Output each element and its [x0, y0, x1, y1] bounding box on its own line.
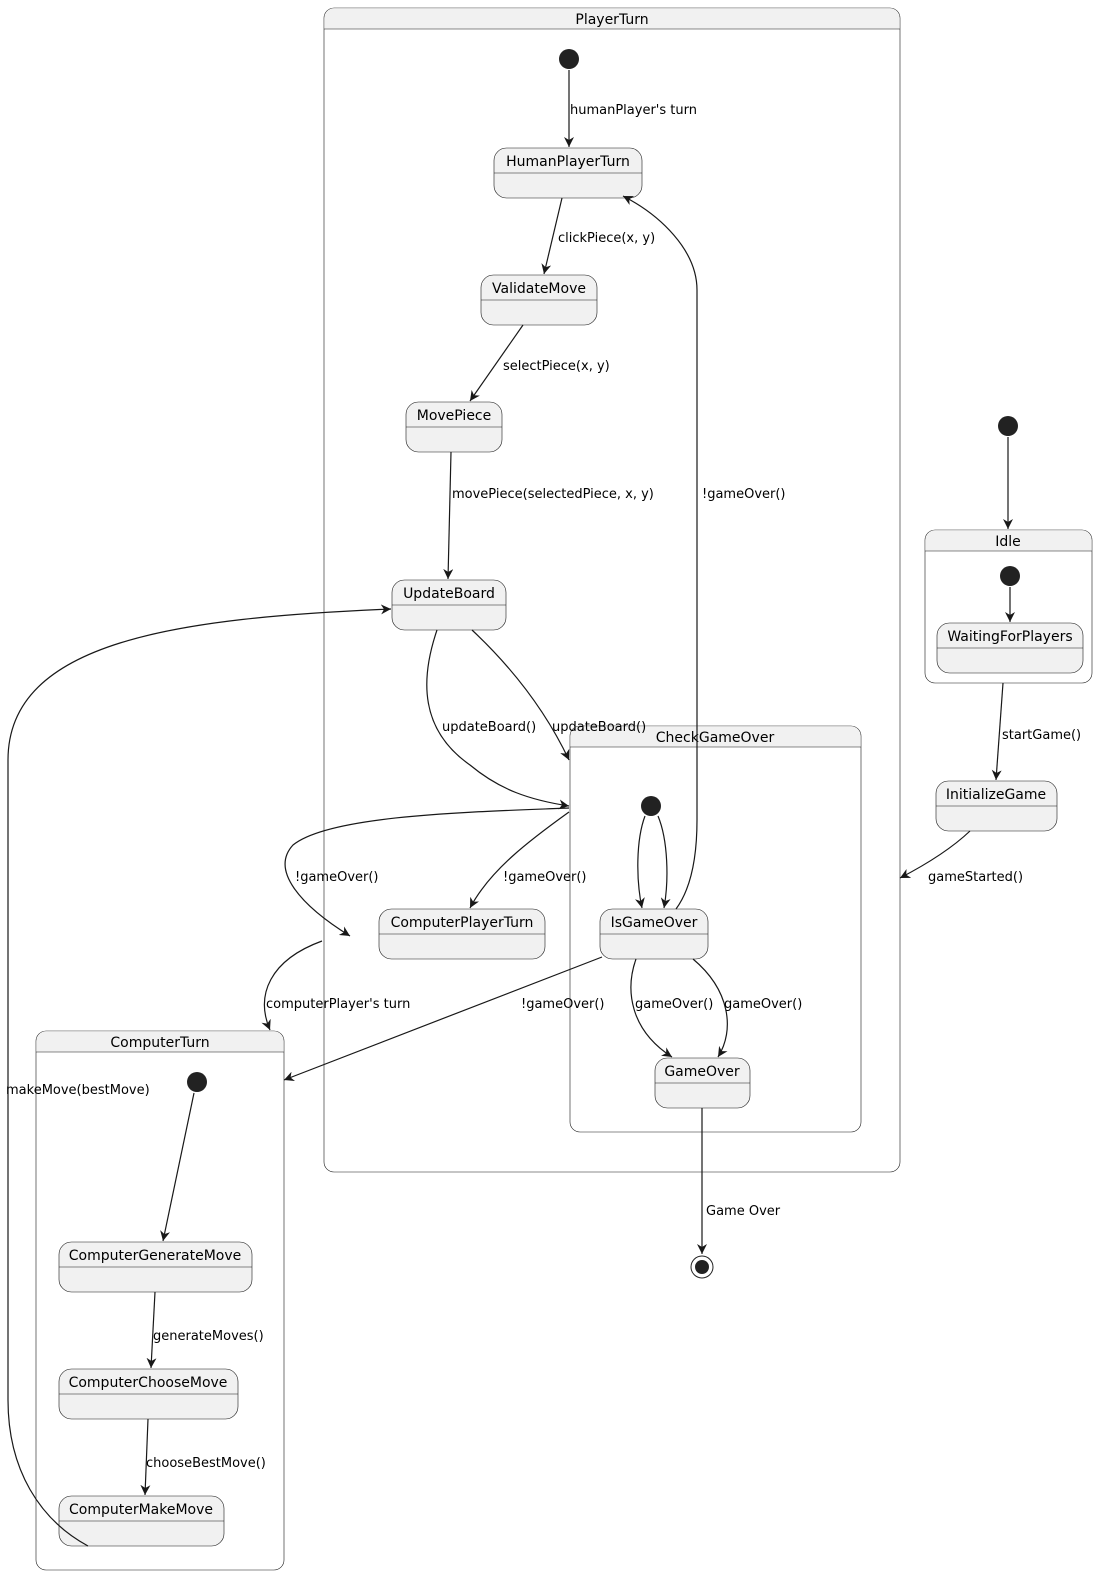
composite-check-game-over: CheckGameOver: [569, 725, 862, 1133]
label-not-game-over-cpt: !gameOver(): [503, 870, 587, 885]
state-move-piece: MovePiece: [405, 401, 503, 453]
edge-check-initial-to-is-game-over-2: [657, 815, 671, 909]
state-label-initialize-game: InitializeGame: [946, 787, 1046, 803]
edge-move-to-update: [443, 451, 454, 580]
edge-is-game-over-to-computer-turn: [283, 956, 603, 1082]
edge-junction-to-computer-turn: [261, 940, 323, 1031]
edge-human-to-validate: [541, 197, 563, 275]
state-label-human-player-turn: HumanPlayerTurn: [506, 154, 630, 170]
edge-check-to-computer-player-turn: [469, 811, 570, 909]
state-waiting-for-players: WaitingForPlayers: [936, 622, 1084, 674]
edge-update-to-check-2: [471, 629, 570, 761]
edge-is-game-over-back-to-human: [622, 195, 698, 910]
state-label-computer-choose-move: ComputerChooseMove: [69, 1375, 228, 1391]
state-computer-choose-move: ComputerChooseMove: [58, 1368, 239, 1420]
composite-computer-turn: ComputerTurn: [35, 1030, 285, 1571]
label-humanplayers-turn: humanPlayer's turn: [570, 103, 697, 118]
label-game-over-2: gameOver(): [724, 997, 802, 1012]
label-generate-moves: generateMoves(): [153, 1329, 264, 1344]
edge-is-game-over-to-game-over-2: [692, 958, 728, 1058]
label-make-move-best: makeMove(bestMove): [6, 1083, 150, 1098]
edge-initialize-to-player-turn: [899, 830, 971, 879]
state-is-game-over: IsGameOver: [599, 908, 709, 960]
state-label-validate-move: ValidateMove: [492, 281, 586, 297]
edge-check-initial-to-is-game-over-1: [635, 815, 646, 909]
state-label-computer-make-move: ComputerMakeMove: [69, 1502, 213, 1518]
initial-node-idle: [1000, 566, 1020, 586]
composite-title-idle: Idle: [995, 534, 1021, 550]
composite-title-player-turn: PlayerTurn: [575, 12, 648, 28]
edge-idle-to-initialize: [991, 682, 1004, 781]
state-label-game-over: GameOver: [664, 1064, 740, 1080]
label-not-game-over-back: !gameOver(): [702, 487, 786, 502]
initial-node-root: [998, 416, 1018, 436]
state-label-waiting-for-players: WaitingForPlayers: [947, 629, 1072, 645]
label-computer-players-turn: computerPlayer's turn: [266, 997, 410, 1012]
label-move-piece-transition: movePiece(selectedPiece, x, y): [452, 487, 654, 502]
label-not-game-over-left: !gameOver(): [295, 870, 379, 885]
state-computer-generate-move: ComputerGenerateMove: [58, 1241, 253, 1293]
edge-check-to-junction: [284, 807, 570, 937]
initial-node-player-turn: [559, 49, 579, 69]
label-update-board-2: updateBoard(): [552, 720, 646, 735]
edge-make-move-to-update-board: [7, 604, 392, 1547]
state-label-computer-generate-move: ComputerGenerateMove: [69, 1248, 242, 1264]
label-game-started: gameStarted(): [928, 870, 1023, 885]
state-human-player-turn: HumanPlayerTurn: [493, 147, 643, 199]
state-label-computer-player-turn: ComputerPlayerTurn: [391, 915, 534, 931]
state-computer-player-turn: ComputerPlayerTurn: [378, 908, 546, 960]
edge-validate-to-move: [469, 324, 524, 402]
state-label-move-piece: MovePiece: [417, 408, 492, 424]
final-node: [690, 1255, 714, 1279]
initial-node-check-game-over: [641, 796, 661, 816]
initial-node-computer-turn: [187, 1072, 207, 1092]
edge-generate-to-choose: [146, 1291, 157, 1369]
edge-computer-start-to-generate: [160, 1092, 195, 1242]
edge-is-game-over-to-game-over-1: [630, 958, 673, 1058]
state-label-update-board: UpdateBoard: [403, 586, 495, 602]
composite-title-computer-turn: ComputerTurn: [110, 1035, 209, 1051]
state-validate-move: ValidateMove: [480, 274, 598, 326]
label-select-piece: selectPiece(x, y): [503, 359, 610, 374]
label-game-over-1: gameOver(): [635, 997, 713, 1012]
label-not-game-over-ct: !gameOver(): [521, 997, 605, 1012]
state-game-over: GameOver: [654, 1057, 751, 1109]
label-update-board-1: updateBoard(): [442, 720, 536, 735]
state-computer-make-move: ComputerMakeMove: [58, 1495, 225, 1547]
composite-title-check-game-over: CheckGameOver: [656, 730, 775, 746]
label-start-game: startGame(): [1002, 728, 1081, 743]
state-initialize-game: InitializeGame: [935, 780, 1058, 832]
label-choose-best-move: chooseBestMove(): [146, 1456, 266, 1471]
edge-choose-to-make: [140, 1418, 151, 1496]
state-label-is-game-over: IsGameOver: [611, 915, 698, 931]
edge-update-to-check-1: [426, 629, 570, 810]
label-game-over-final: Game Over: [706, 1204, 781, 1219]
label-click-piece: clickPiece(x, y): [558, 231, 655, 246]
state-update-board: UpdateBoard: [391, 579, 507, 631]
